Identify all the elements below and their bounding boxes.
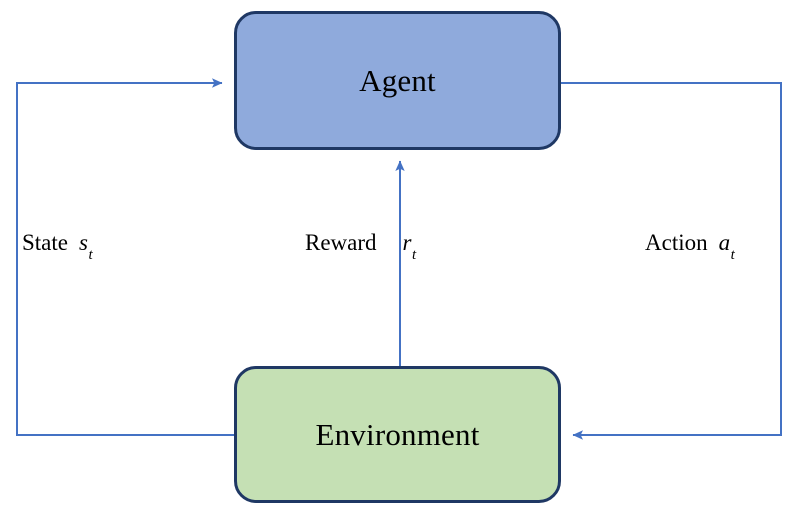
edge-label-action-subscript: t	[730, 246, 735, 263]
edge-label-state-word: State	[22, 230, 68, 255]
edge-label-action-variable: a	[718, 230, 731, 255]
node-environment-label: Environment	[315, 416, 480, 452]
node-agent[interactable]: Agent	[234, 11, 561, 150]
edge-label-state-subscript: t	[88, 246, 93, 263]
edge-label-action-word: Action	[645, 230, 708, 255]
node-environment[interactable]: Environment	[234, 366, 561, 503]
edge-label-reward-variable: r	[402, 230, 412, 255]
edge-label-reward-word: Reward	[305, 230, 377, 255]
node-agent-label: Agent	[359, 62, 436, 98]
state-connector	[16, 78, 234, 436]
edge-label-state-variable: s	[79, 230, 88, 255]
edge-label-reward-subscript: t	[411, 246, 417, 263]
action-connector	[561, 82, 782, 440]
